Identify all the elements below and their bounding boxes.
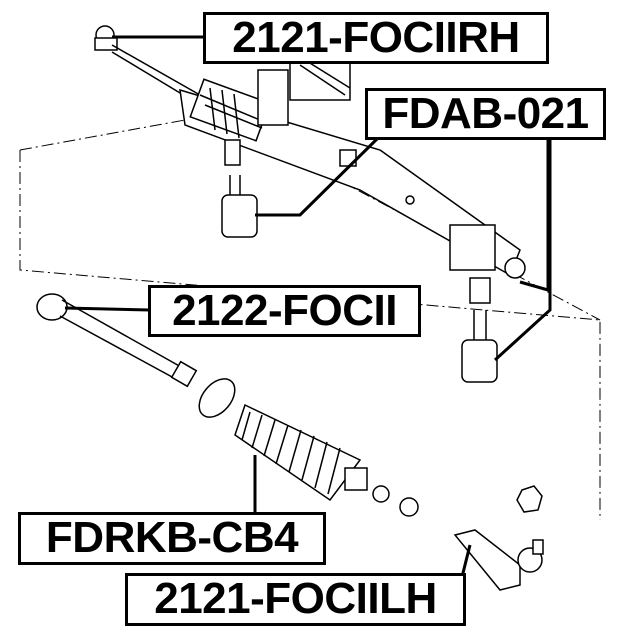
label-tie-rod-end-lh: 2121-FOCIILH xyxy=(125,573,466,626)
tie-rod-end-lh-part xyxy=(453,529,544,591)
nut-part xyxy=(516,485,543,513)
label-inner-tie-rod: 2122-FOCII xyxy=(148,285,421,337)
leader-lines xyxy=(64,35,552,578)
label-tie-rod-end-rh: 2121-FOCIIRH xyxy=(203,12,549,64)
clip-part xyxy=(372,485,390,503)
rack-bushing-right-part xyxy=(461,277,498,383)
rack-bushing-upper-part xyxy=(221,175,258,238)
label-rack-boot: FDRKB-CB4 xyxy=(18,512,326,565)
rack-boot-part xyxy=(234,403,368,502)
washer-part xyxy=(399,497,419,517)
label-rack-bushing: FDAB-021 xyxy=(365,88,606,140)
boot-clamp-part xyxy=(198,378,236,418)
steering-rack-part xyxy=(179,59,526,279)
